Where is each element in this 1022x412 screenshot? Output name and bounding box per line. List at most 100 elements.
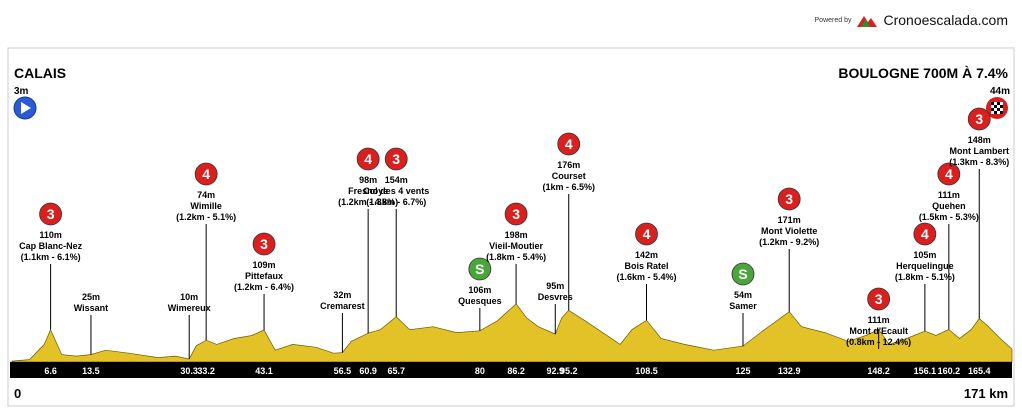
marker-stat: (1.2km - 6.4%) xyxy=(234,282,294,292)
km-tick-label: 33.2 xyxy=(197,366,215,376)
marker-altitude: 10m xyxy=(180,292,198,302)
climb-category-badge xyxy=(504,202,528,226)
finish-checker-cell-icon xyxy=(991,102,994,105)
climb-category-badge xyxy=(39,202,62,226)
climb-category-label: 4 xyxy=(945,166,953,182)
marker-name: Quesques xyxy=(458,296,502,306)
km-tick-label: 160.2 xyxy=(938,366,961,376)
start-city: CALAIS xyxy=(14,65,66,81)
climb-category-badge xyxy=(777,187,801,211)
climb-category-label: 3 xyxy=(875,291,883,307)
km-tick-label: 95.2 xyxy=(560,366,578,376)
start-play-triangle-icon xyxy=(21,102,31,114)
marker-altitude: 171m xyxy=(778,215,801,225)
climb-category-label: 3 xyxy=(975,111,983,127)
finish-checker-cell-icon xyxy=(997,111,1000,114)
km-tick-label: 165.4 xyxy=(968,366,991,376)
marker-stat: (1.2km - 4.8%) xyxy=(338,197,398,207)
finish-checker-cell-icon xyxy=(1000,108,1003,111)
marker-name: Quehen xyxy=(932,201,966,211)
finish-checker-cell-icon xyxy=(1000,105,1003,108)
climb-category-badge xyxy=(468,257,492,281)
marker-altitude: 98m xyxy=(359,175,377,185)
climb-category-label: S xyxy=(738,266,747,282)
finish-checker-cell-icon xyxy=(991,105,994,108)
distance-bar xyxy=(10,362,1012,378)
climb-category-label: 3 xyxy=(512,206,520,222)
marker-stat: (1.1km - 6.1%) xyxy=(21,252,81,262)
km-tick-label: 148.2 xyxy=(867,366,890,376)
km-tick-label: 108.5 xyxy=(635,366,658,376)
climb-category-label: 4 xyxy=(565,136,573,152)
start-altitude: 3m xyxy=(14,86,29,97)
marker-name: Mont Violette xyxy=(761,226,817,236)
start-km-label: 0 xyxy=(14,386,21,401)
marker-name: Herquelingue xyxy=(896,261,954,271)
marker-name: Cremarest xyxy=(320,301,365,311)
marker-name: Col des 4 vents xyxy=(363,186,429,196)
finish-checker-cell-icon xyxy=(991,108,994,111)
climb-category-label: 3 xyxy=(47,206,55,222)
marker-altitude: 111m xyxy=(868,315,890,325)
marker-altitude: 154m xyxy=(385,175,408,185)
marker-name: Wimille xyxy=(190,201,221,211)
powered-by-label: Powered by xyxy=(814,16,852,24)
climb-category-badge xyxy=(356,147,380,171)
climb-category-badge xyxy=(731,262,755,286)
brand-header: Powered by Cronoescalada.com xyxy=(815,12,1008,28)
marker-altitude: 109m xyxy=(253,260,276,270)
finish-checker-cell-icon xyxy=(994,102,997,105)
finish-checker-cell-icon xyxy=(994,108,997,111)
finish-checker-cell-icon xyxy=(994,105,997,108)
marker-altitude: 142m xyxy=(635,250,658,260)
km-tick-label: 6.6 xyxy=(44,366,57,376)
km-tick-label: 13.5 xyxy=(82,366,100,376)
marker-name: Desvres xyxy=(538,292,573,302)
marker-stat: (1km - 6.5%) xyxy=(542,182,595,192)
marker-stat: (1.3km - 8.3%) xyxy=(949,157,1009,167)
marker-stat: (1.3km - 6.7%) xyxy=(366,197,426,207)
climb-category-badge xyxy=(252,232,276,256)
marker-altitude: 95m xyxy=(546,281,564,291)
climb-category-badge xyxy=(967,107,991,131)
climb-category-badge xyxy=(635,222,658,246)
marker-altitude: 176m xyxy=(557,160,580,170)
marker-altitude: 110m xyxy=(39,230,62,240)
marker-altitude: 54m xyxy=(734,290,752,300)
marker-name: Fresnoye xyxy=(348,186,388,196)
marker-stat: (1.8km - 5.1%) xyxy=(895,272,955,282)
marker-altitude: 106m xyxy=(468,285,491,295)
marker-stat: (1.5km - 5.3%) xyxy=(919,212,979,222)
marker-altitude: 74m xyxy=(197,190,215,200)
marker-name: Mont Lambert xyxy=(950,146,1010,156)
marker-name: Samer xyxy=(729,301,757,311)
brand-name: Cronoescalada.com xyxy=(883,12,1008,28)
marker-altitude: 198m xyxy=(505,230,528,240)
finish-checker-cell-icon xyxy=(997,105,1000,108)
km-tick-label: 156.1 xyxy=(914,366,937,376)
marker-stat: (1.8km - 5.4%) xyxy=(486,252,546,262)
km-tick-label: 60.9 xyxy=(359,366,377,376)
climb-category-label: 4 xyxy=(921,226,929,242)
climb-category-label: 4 xyxy=(643,226,651,242)
marker-name: Courset xyxy=(552,171,586,181)
marker-altitude: 25m xyxy=(82,292,100,302)
climb-category-label: 3 xyxy=(785,191,793,207)
climb-category-badge xyxy=(557,132,581,156)
climb-category-label: S xyxy=(475,261,484,277)
marker-name: Cap Blanc-Nez xyxy=(19,241,83,251)
climb-category-badge xyxy=(384,147,408,171)
marker-stat: (1.6km - 5.4%) xyxy=(616,272,676,282)
marker-name: Pittefaux xyxy=(245,271,283,281)
climb-category-badge xyxy=(867,287,891,311)
km-tick-label: 86.2 xyxy=(507,366,525,376)
finish-checker-cell-icon xyxy=(994,111,997,114)
marker-altitude: 148m xyxy=(968,135,991,145)
finish-city: BOULOGNE 700M À 7.4% xyxy=(838,65,1008,81)
climb-category-badge xyxy=(913,222,937,246)
mountain-logo-icon xyxy=(857,16,878,27)
marker-stat: (1.2km - 5.1%) xyxy=(176,212,236,222)
marker-name: Wimereux xyxy=(168,303,211,313)
marker-name: Bois Ratel xyxy=(624,261,668,271)
